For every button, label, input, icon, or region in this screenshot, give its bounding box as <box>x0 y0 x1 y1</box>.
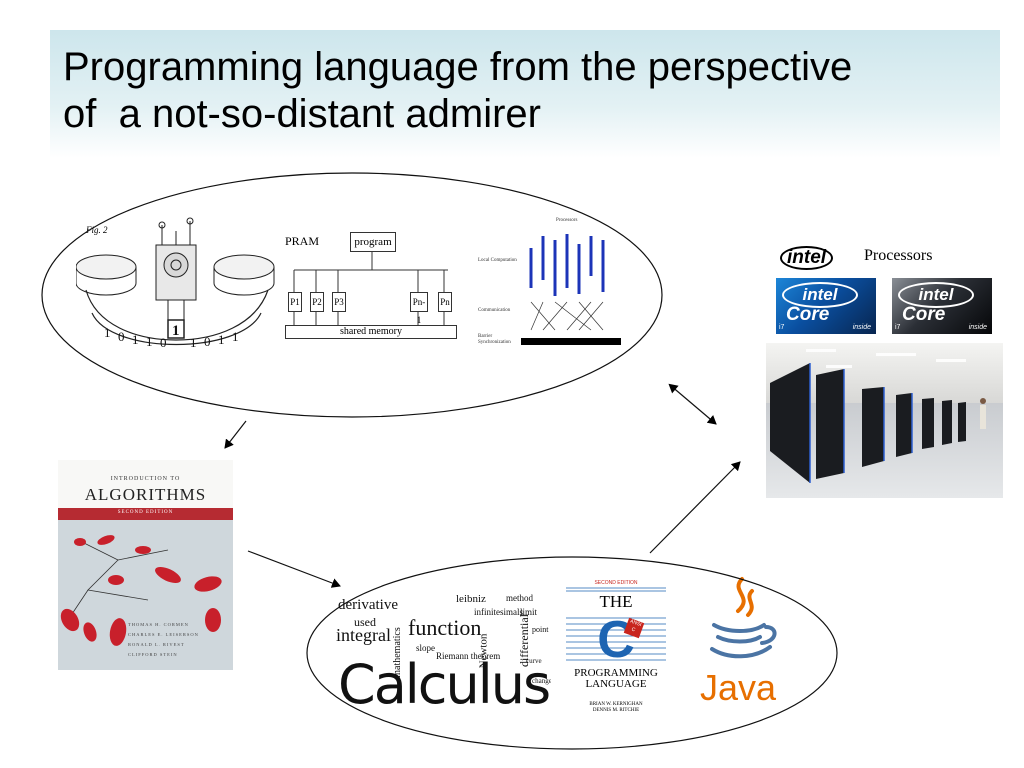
word: used <box>354 615 376 629</box>
tape-digit: 1 <box>104 325 111 340</box>
intel-core-i7-badge-dark: intel Core i7 inside <box>892 278 992 334</box>
algorithms-book-cover: INTRODUCTION TO ALGORITHMS SECOND EDITIO… <box>58 460 233 670</box>
java-coffee-cup-icon <box>710 577 777 659</box>
chip-model: Core <box>786 304 830 325</box>
pram-shared-memory: shared memory <box>285 325 457 339</box>
calculus-word-cloud: derivative integral function leibniz New… <box>336 585 551 715</box>
c-book-title-line2: LANGUAGE <box>585 678 647 690</box>
algo-author: CLIFFORD STEIN <box>128 652 178 657</box>
chip-tier: i7 <box>779 324 785 331</box>
algo-header <box>58 460 233 508</box>
intel-processors-image: intel Processors intel Core i7 inside in… <box>768 236 1003 340</box>
pram-processor: P1 <box>288 292 302 312</box>
algo-author: THOMAS H. CORMEN <box>128 622 189 627</box>
word: function <box>408 615 482 640</box>
intel-processors-text: Processors <box>864 247 933 264</box>
chip-tag: inside <box>852 324 871 331</box>
java-logo: Java <box>690 575 790 715</box>
c-book-author: BRIAN W. KERNIGHAN <box>589 702 643 707</box>
intel-core-i7-badge: intel Core i7 inside <box>776 278 876 334</box>
word: limit <box>520 607 538 617</box>
server-room-photo <box>766 343 1003 498</box>
chip-tag: inside <box>968 324 987 331</box>
c-book-the: THE <box>599 592 633 611</box>
tape-digit: 0 <box>118 329 125 344</box>
bsp-chart <box>521 234 621 345</box>
word: method <box>506 593 533 603</box>
chip-brand: intel <box>898 282 974 308</box>
double-arrow <box>668 383 717 425</box>
supercomputer-photo <box>766 343 1003 498</box>
title-line-2: of a not-so-distant admirer <box>63 92 541 136</box>
tape-digit: 1 <box>172 323 180 339</box>
pram-processor: P2 <box>310 292 324 312</box>
chip-model: Core <box>902 304 946 325</box>
tape-digit: 0 <box>160 335 167 350</box>
tape-digit: 1 <box>190 335 197 350</box>
slide-title: Programming language from the perspectiv… <box>63 44 993 138</box>
arrow-to-supercomputer <box>649 461 741 554</box>
intel-logo: intel <box>780 246 834 270</box>
chip-tier: i7 <box>895 324 901 331</box>
word: point <box>532 625 549 634</box>
pram-label: PRAM <box>285 234 320 248</box>
arrow-to-algorithms <box>224 420 247 449</box>
bsp-diagram: Processors Local Computation Communicati… <box>476 210 646 360</box>
algo-author: RONALD L. RIVEST <box>128 642 185 647</box>
tape-digit: 1 <box>218 332 225 347</box>
c-programming-book-cover: SECOND EDITION THE C ANSI C PROGRAMMING … <box>564 578 668 728</box>
turing-machine-drawing: Fig. 2 1 0 1 1 0 1 1 0 1 1 <box>75 217 275 350</box>
turing-machine-image: Fig. 2 1 0 1 1 0 1 1 0 1 1 <box>75 215 276 365</box>
tape-digit: 1 <box>132 332 139 347</box>
pram-program-box: program <box>350 232 396 252</box>
pram-processor: Pn-1 <box>410 292 428 325</box>
c-book-title: PROGRAMMING LANGUAGE <box>564 668 668 690</box>
algo-title: ALGORITHMS <box>84 485 207 504</box>
pram-processor: Pn <box>438 292 452 312</box>
calculus-main-word: Calculus <box>338 653 551 715</box>
fig-caption: Fig. 2 <box>85 225 108 235</box>
c-book-authors: BRIAN W. KERNIGHAN DENNIS M. RITCHIE <box>564 702 668 714</box>
word: slope <box>416 643 435 653</box>
tape-digit: 1 <box>146 334 153 349</box>
c-book-author: DENNIS M. RITCHIE <box>592 708 640 713</box>
mobile-sculpture-art <box>60 535 222 646</box>
tape-digit: 1 <box>232 329 239 344</box>
title-banner: Programming language from the perspectiv… <box>50 30 1000 158</box>
algo-intro-text: INTRODUCTION TO <box>110 476 181 482</box>
algo-author: CHARLES E. LEISERSON <box>128 632 199 637</box>
pram-processor: P3 <box>332 292 346 312</box>
word: leibniz <box>456 593 486 605</box>
title-line-1: Programming language from the perspectiv… <box>63 45 853 89</box>
pram-diagram: PRAM program P1 P2 P3 Pn-1 Pn shared mem… <box>280 210 470 350</box>
chip-brand: intel <box>782 282 858 308</box>
arrow-to-calculus <box>247 550 341 588</box>
tape-digit: 0 <box>204 334 211 349</box>
word: derivative <box>338 597 398 613</box>
word: infinitesimals <box>474 607 523 617</box>
java-text: Java <box>700 667 777 708</box>
algo-edition-band <box>58 508 233 520</box>
algo-edition: SECOND EDITION <box>117 510 174 515</box>
